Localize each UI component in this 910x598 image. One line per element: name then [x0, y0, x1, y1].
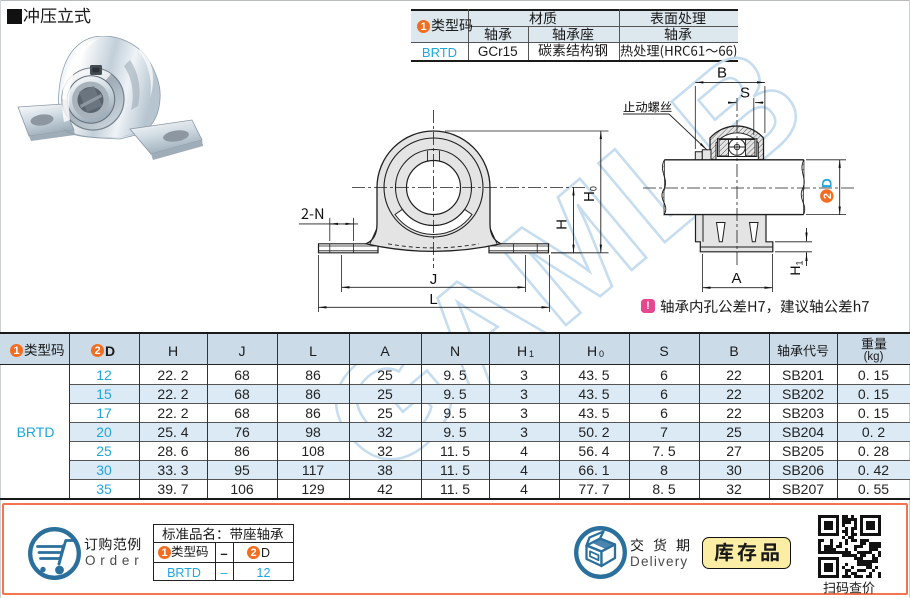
svg-text:B: B — [717, 65, 727, 82]
svg-text:D: D — [820, 178, 835, 188]
svg-text:H0: H0 — [581, 186, 599, 202]
svg-text:H: H — [554, 219, 571, 230]
svg-text:H1: H1 — [787, 260, 805, 275]
svg-text:A: A — [731, 270, 741, 287]
svg-text:L: L — [429, 291, 437, 308]
svg-text:S: S — [740, 85, 750, 102]
svg-text:2: 2 — [822, 193, 834, 199]
svg-text:J: J — [430, 271, 438, 288]
